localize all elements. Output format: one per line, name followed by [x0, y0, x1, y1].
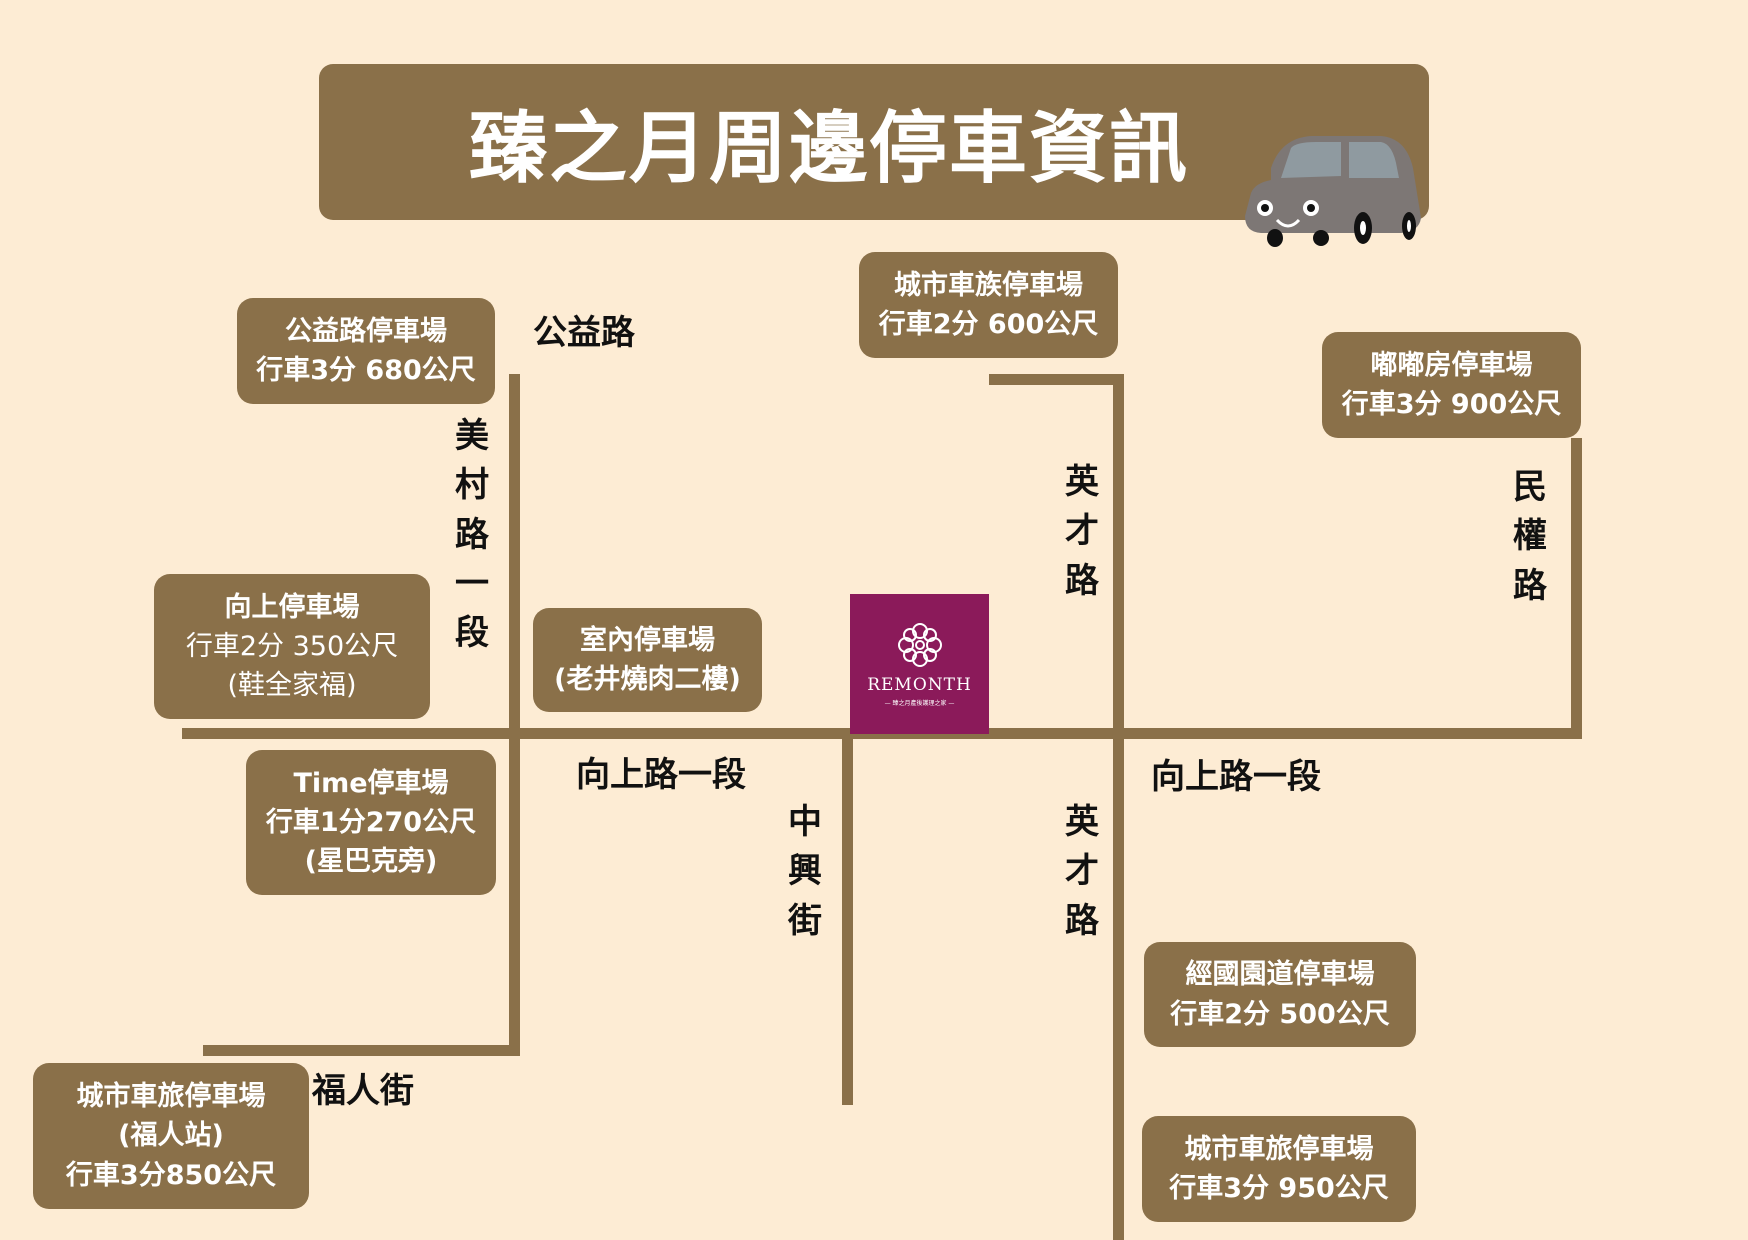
- parking-name: 城市車旅停車場: [1184, 1133, 1374, 1165]
- char: 才: [1065, 851, 1099, 892]
- parking-name: 向上停車場: [224, 591, 360, 623]
- char: 興: [788, 851, 822, 892]
- parking-info: 行車3分 950公尺: [1169, 1173, 1389, 1204]
- char: 路: [455, 514, 489, 555]
- parking-note: (福人站): [118, 1120, 224, 1152]
- char: 路: [1513, 565, 1547, 606]
- parking-city-car-tribe: 城市車族停車場 行車2分 600公尺: [859, 252, 1118, 358]
- char: 英: [1065, 802, 1099, 842]
- road-yingcai: [1113, 374, 1124, 1240]
- road-minquan: [1571, 438, 1582, 733]
- flower-icon: [897, 623, 942, 667]
- parking-name: 嘟嘟房停車場: [1370, 349, 1533, 381]
- road-zhongxing: [842, 733, 853, 1105]
- road-label-yingcai-bottom: 英才路: [1065, 798, 1099, 946]
- parking-note: (鞋全家福): [227, 670, 357, 702]
- char: 村: [455, 465, 489, 506]
- parking-info: 行車3分 680公尺: [256, 355, 476, 386]
- road-label-meicun: 美村路一段: [455, 412, 489, 658]
- page-title: 臻之月周邊停車資訊: [319, 64, 1429, 220]
- parking-city-hotel: 城市車旅停車場 行車3分 950公尺: [1142, 1116, 1416, 1222]
- road-label-zhongxing: 中興街: [788, 798, 822, 946]
- parking-info: 行車3分850公尺: [65, 1159, 277, 1191]
- char: 才: [1065, 511, 1099, 552]
- parking-name: 城市車旅停車場: [76, 1081, 266, 1113]
- parking-name: 公益路停車場: [285, 315, 447, 347]
- parking-xiangshang: 向上停車場 行車2分 350公尺 (鞋全家福): [154, 574, 430, 719]
- parking-jingguo: 經國園道停車場 行車2分 500公尺: [1144, 942, 1416, 1047]
- char: 中: [788, 802, 822, 842]
- remonth-logo: REMONTH — 臻之月產後護理之家 —: [850, 594, 989, 734]
- char: 民: [1513, 467, 1547, 507]
- car-icon: [1245, 136, 1421, 247]
- parking-gongyi: 公益路停車場 行車3分 680公尺: [237, 298, 495, 404]
- char: 英: [1065, 462, 1099, 502]
- char: 路: [1065, 560, 1099, 601]
- parking-name: 室內停車場: [580, 624, 715, 656]
- road-label-minquan: 民權路: [1513, 463, 1547, 611]
- logo-name: REMONTH: [867, 675, 972, 695]
- road-yingcai-top: [989, 374, 1124, 385]
- road-label-furen: 福人街: [312, 1071, 414, 1111]
- road-label-gongyi: 公益路: [533, 313, 635, 353]
- road-label-xiangshang-right: 向上路一段: [1151, 757, 1321, 797]
- road-label-yingcai-top: 英才路: [1065, 458, 1099, 606]
- parking-note: (星巴克旁): [304, 846, 438, 878]
- char: 街: [788, 900, 822, 941]
- parking-info: 行車2分 600公尺: [878, 309, 1099, 340]
- parking-city-hotel-furen: 城市車旅停車場 (福人站) 行車3分850公尺: [33, 1063, 309, 1209]
- parking-dudufang: 嘟嘟房停車場 行車3分 900公尺: [1322, 332, 1581, 438]
- logo-subtitle: — 臻之月產後護理之家 —: [884, 700, 955, 707]
- char: 美: [455, 416, 489, 456]
- char: 路: [1065, 900, 1099, 941]
- char: 權: [1513, 516, 1547, 557]
- road-furen: [203, 1045, 520, 1056]
- parking-time: Time停車場 行車1分270公尺 (星巴克旁): [246, 750, 496, 895]
- parking-indoor: 室內停車場 (老井燒肉二樓): [533, 608, 762, 712]
- parking-name: 城市車族停車場: [894, 269, 1083, 301]
- char: 段: [455, 613, 489, 654]
- parking-info: 行車3分 900公尺: [1341, 389, 1562, 420]
- road-label-xiangshang-left: 向上路一段: [576, 755, 746, 795]
- parking-name: 經國園道停車場: [1185, 959, 1375, 991]
- char: 一: [455, 563, 489, 604]
- parking-note: (老井燒肉二樓): [554, 664, 741, 695]
- parking-name: Time停車場: [293, 767, 449, 799]
- road-meicun: [509, 374, 520, 1056]
- parking-info: 行車2分 500公尺: [1170, 998, 1390, 1030]
- parking-info: 行車2分 350公尺: [185, 630, 399, 662]
- parking-info: 行車1分270公尺: [265, 806, 477, 838]
